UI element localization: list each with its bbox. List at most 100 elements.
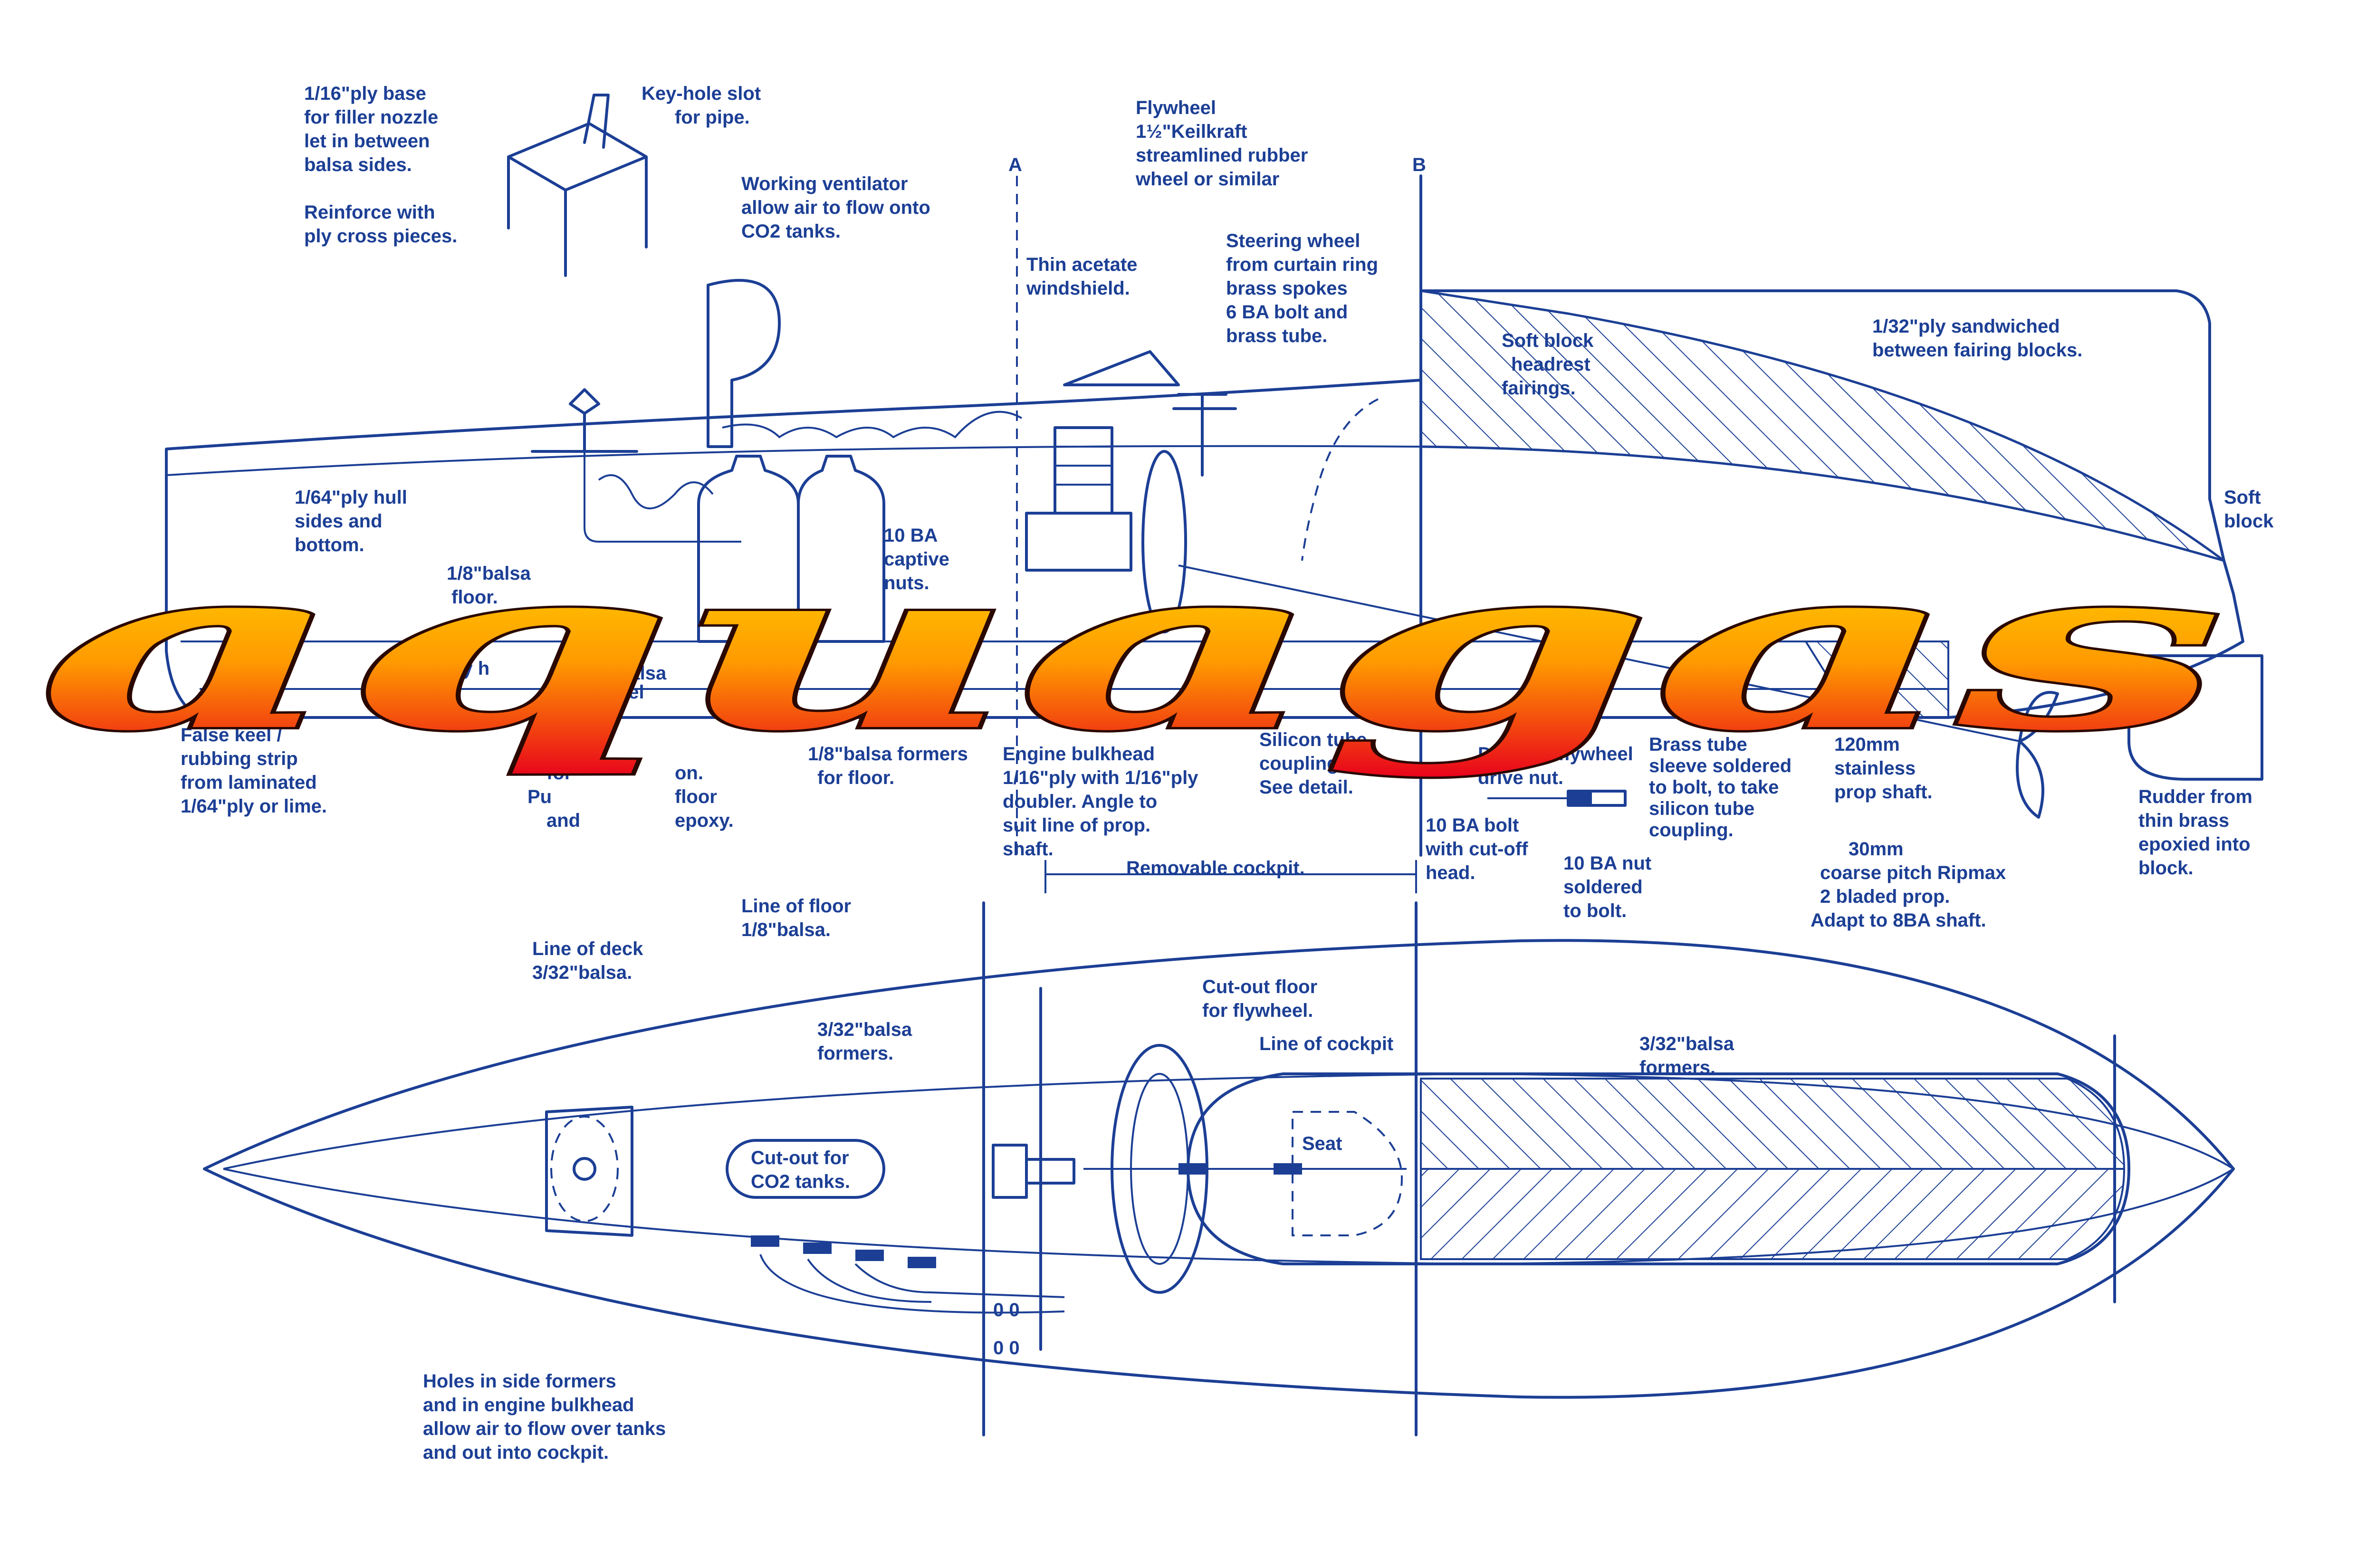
label-balsa-floor-1: 1/8"balsa [447,563,531,584]
label-bolt-2: with cut-off [1425,839,1528,860]
label-prop-3: 2 bladed prop. [1820,886,1950,907]
label-formers-fwd-1: 3/32"balsa [817,1019,912,1040]
label-rudder-1: Rudder from [2138,786,2252,807]
label-ventilator-2: allow air to flow onto [741,197,930,218]
co2-pipework [584,411,1022,543]
label-nut-2: soldered [1563,877,1643,898]
engine-crankcase [1025,512,1132,572]
label-floor-line-2: 1/8"balsa. [741,919,831,940]
aquagas-logo: aquagas [38,517,2224,780]
co2-cutout-plan [726,1139,885,1199]
ventilator [707,279,781,448]
label-false-keel-4: 1/64"ply or lime. [181,796,327,817]
label-steering-3: brass spokes [1226,278,1348,299]
label-bulkhead-1: Engine bulkhead [1003,744,1155,765]
rudder [2127,654,2263,781]
label-floor-line-1: Line of floor [741,896,851,917]
plan-view-labels: Removable cockpit. Line of floor 1/8"bal… [423,858,1734,1463]
label-cockpit-line: Line of cockpit [1259,1033,1393,1054]
label-bulkhead-2: 1/16"ply with 1/16"ply [1003,767,1198,788]
drive-nut-plan-1 [1178,1163,1207,1175]
bulkhead-holes-upper: 0 0 [993,1300,1020,1320]
seat-outline [1292,1111,1403,1236]
label-headrest-3: fairings. [1502,378,1576,399]
label-filler-base-1: 1/16"ply base [304,83,426,104]
airflow-arrows [759,1254,1065,1314]
label-cutout-co2-2: CO2 tanks. [751,1171,850,1192]
label-ventilator-1: Working ventilator [741,173,908,194]
label-brass-sleeve-5: coupling. [1649,820,1734,841]
label-ply-sandwich-1: 1/32"ply sandwiched [1872,316,2060,337]
hull-side-outline [165,289,2244,719]
label-flywheel-2: 1½"Keilkraft [1136,121,1247,142]
label-bulkhead-5: shaft. [1003,839,1054,860]
label-soft-block-2: block [2224,511,2274,532]
cockpit-fairing-dashed [1301,398,1379,561]
label-formers-floor-2: for floor. [817,767,894,788]
label-captive-nuts-3: nuts. [884,573,929,593]
headrest-fairing-hatch [1419,289,2225,562]
label-brass-sleeve-4: silicon tube [1649,798,1754,819]
co2-engine [1025,426,1132,572]
label-steering-2: from curtain ring [1226,254,1378,275]
label-detail-nut-1: Detail of flywheel [1478,744,1633,765]
label-captive-nuts-2: captive [884,549,949,570]
label-cutout-flywheel-2: for flywheel. [1202,1000,1313,1021]
label-holes-2: and in engine bulkhead [423,1395,634,1415]
label-formers-aft-2: formers. [1639,1057,1715,1078]
label-rudder-4: block. [2138,858,2194,879]
label-holes-4: and out into cockpit. [423,1442,609,1463]
label-detail-nut-2: drive nut. [1478,767,1563,788]
label-balsa-keel-1: balsa [618,663,667,684]
label-prop-2: coarse pitch Ripmax [1820,862,2006,883]
co2-tanks [697,455,885,643]
label-deck-line-2: 3/32"balsa. [532,962,632,983]
label-cutout-co2-1: Cut-out for [751,1147,849,1168]
label-balsa-floor-2: floor. [451,587,498,608]
label-hull-sides-2: sides and [295,511,383,532]
engine-plan [992,1144,1075,1199]
label-filler-base-3: let in between [304,131,430,152]
filler-plan [573,1157,596,1181]
label-twin-2: for [546,763,572,784]
side-view-labels: 1/16"ply base for filler nozzle let in b… [181,83,2274,931]
label-bulkhead-3: doubler. Angle to [1003,791,1157,812]
label-shaft-1: 120mm [1834,734,1900,755]
windshield [1063,350,1180,386]
steering-column [1172,393,1237,477]
label-ventilator-3: CO2 tanks. [741,221,841,242]
label-headrest-1: Soft block [1502,330,1594,351]
section-a-label: A [1008,154,1022,175]
engine-cylinder [1054,426,1113,515]
detail-nut [1568,793,1592,804]
label-twin-3: Pu [527,786,552,807]
skeg-hatch [1804,641,1949,718]
label-hull-sides-1: 1/64"ply hull [295,487,407,508]
label-seat: Seat [1302,1133,1342,1154]
former-lines [982,901,2116,1436]
label-filler-base-2: for filler nozzle [304,107,438,128]
label-nut-1: 10 BA nut [1563,853,1651,874]
label-prop-1: 30mm [1849,839,1904,860]
label-steering-5: brass tube. [1226,325,1327,346]
drive-nut-detail [1487,790,1627,807]
cockpit-dimension-line [1044,860,1417,893]
label-steering-1: Steering wheel [1226,230,1360,251]
label-twin-1: Twin [546,739,588,760]
section-b-label: B [1412,154,1426,175]
label-nut-3: to bolt. [1563,900,1627,921]
engine-fins [1055,446,1112,486]
label-formers-floor-1: 1/8"balsa formers [808,744,968,765]
label-removable-cockpit: Removable cockpit. [1126,858,1305,879]
label-balsa-keel-2: eel [618,682,644,703]
side-view: A B [165,94,2263,857]
filler-pipe [583,94,610,149]
label-rudder-3: epoxied into [2138,834,2251,855]
label-twin-4: and [546,810,580,831]
filler-nozzle [531,388,638,453]
label-false-keel-1: False keel / [181,725,282,746]
label-formers-aft-1: 3/32"balsa [1639,1033,1734,1054]
label-false-keel-3: from laminated [181,772,317,793]
label-cutout-flywheel-1: Cut-out floor [1202,976,1317,997]
